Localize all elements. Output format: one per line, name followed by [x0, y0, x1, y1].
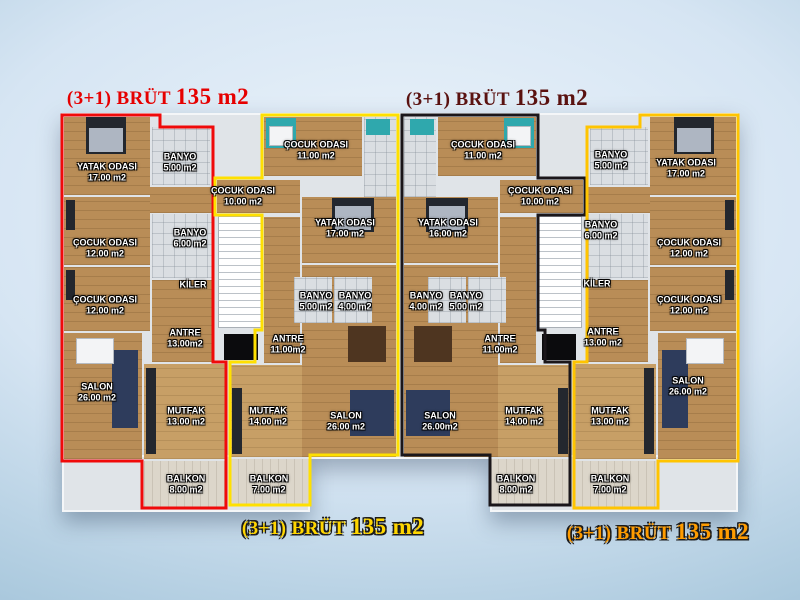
unit-1-brut-label: (3+1) BRÜT 135 m2: [66, 84, 250, 109]
bed-u4-blanket: [677, 128, 711, 152]
elevator-right: [542, 334, 576, 360]
unit-3-brut-label: (3+1) BRÜT 135 m2: [405, 85, 589, 110]
kitchen-counter-u1: [146, 368, 156, 454]
unit-4-brut-label: (3+1) BRÜT 135 m2: [566, 519, 750, 544]
dining-table-u1: [76, 338, 114, 364]
kitchen-counter-u3: [558, 388, 568, 454]
dining-table-u4: [686, 338, 724, 364]
room-floor-u4-hall: [586, 187, 650, 213]
wardrobe-u1-a: [66, 200, 75, 230]
elevator-left: [224, 334, 258, 360]
shower-u2: [366, 119, 390, 135]
dining-table-u2: [348, 326, 386, 362]
unit-2-brut-label: (3+1) BRÜT 135 m2: [241, 514, 425, 539]
room-floor-u4-antre: [588, 280, 648, 362]
dining-table-u3: [414, 326, 452, 362]
stairwell-left: [218, 216, 262, 328]
wardrobe-u4-b: [725, 270, 734, 300]
label-u1-kiler: KİLER: [179, 279, 207, 290]
room-floor-u1-hall: [150, 187, 214, 213]
wardrobe-u4-a: [725, 200, 734, 230]
shower-u3: [410, 119, 434, 135]
kitchen-counter-u4: [644, 368, 654, 454]
label-u4-kiler: KİLER: [583, 278, 611, 289]
bed-u1-blanket: [89, 128, 123, 152]
room-floor-u1-antre: [152, 280, 212, 362]
kitchen-counter-u2: [232, 388, 242, 454]
stairwell-right: [538, 216, 582, 328]
